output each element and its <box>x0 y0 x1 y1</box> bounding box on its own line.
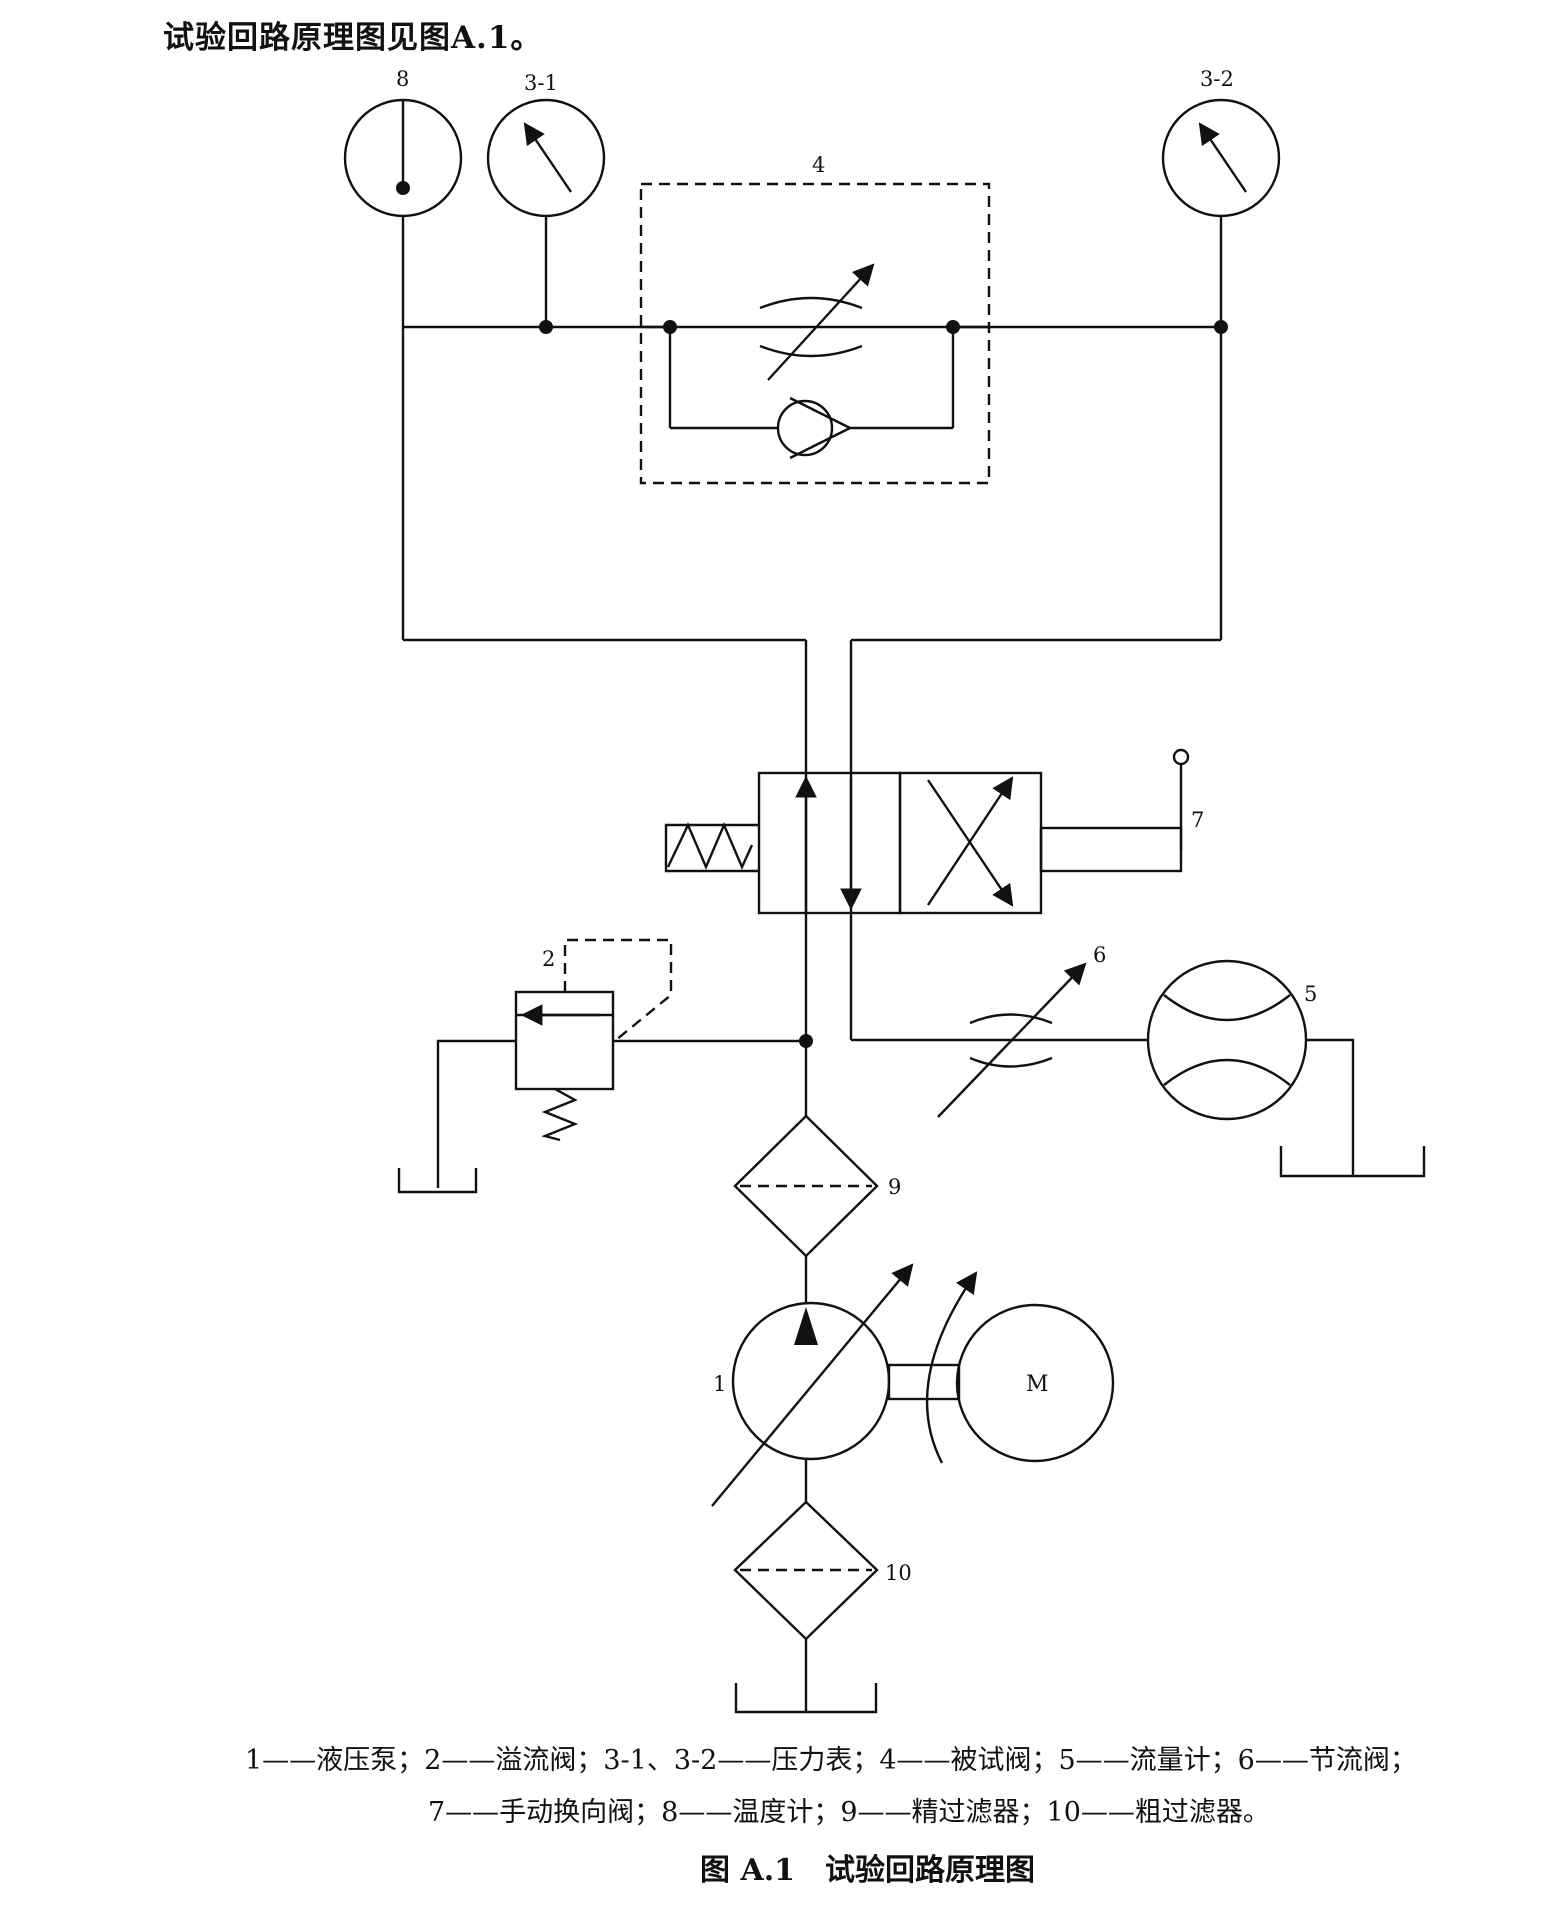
manual-directional-valve <box>664 748 1190 915</box>
pressure-gauge-1 <box>486 98 606 334</box>
label-pressure-gauge-1: 3-1 <box>524 71 558 95</box>
label-fine-filter: 9 <box>888 1175 901 1199</box>
label-flow-meter: 5 <box>1304 982 1317 1006</box>
intro-text: 试验回路原理图见图A.1。 <box>163 20 543 56</box>
temperature-gauge <box>343 98 463 327</box>
hydraulic-pump <box>711 1263 978 1507</box>
motor <box>887 1303 1115 1463</box>
throttle-valve <box>851 962 1147 1118</box>
label-tested-valve: 4 <box>812 153 825 177</box>
label-pump: 1 <box>713 1372 726 1396</box>
coarse-filter <box>733 1500 879 1714</box>
flow-meter <box>1146 959 1426 1178</box>
label-temp-gauge: 8 <box>396 67 409 91</box>
label-throttle-valve: 6 <box>1093 943 1106 967</box>
tested-valve <box>639 182 991 485</box>
label-directional-valve: 7 <box>1191 808 1204 832</box>
label-motor: M <box>1026 1372 1049 1397</box>
relief-valve <box>397 938 813 1194</box>
main-pressure-line <box>401 325 1223 1040</box>
label-coarse-filter: 10 <box>885 1561 912 1585</box>
legend-line-1: 1——液压泵；2——溢流阀；3-1、3-2——压力表；4——被试阀；5——流量计… <box>245 1745 1417 1776</box>
fine-filter <box>733 1041 879 1303</box>
pressure-gauge-2 <box>1161 98 1281 334</box>
figure-caption: 图 A.1 试验回路原理图 <box>700 1853 1036 1888</box>
legend-line-2: 7——手动换向阀；8——温度计；9——精过滤器；10——粗过滤器。 <box>428 1797 1270 1828</box>
label-pressure-gauge-2: 3-2 <box>1200 67 1234 91</box>
label-relief-valve: 2 <box>542 947 555 971</box>
